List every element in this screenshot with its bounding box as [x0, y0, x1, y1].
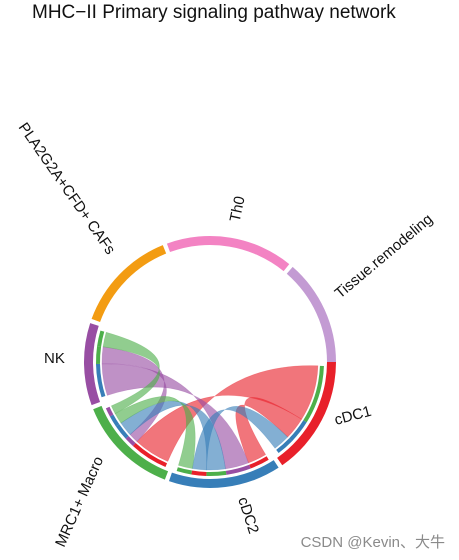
sender-tracks	[96, 330, 324, 477]
label-tissue-remodeling: Tissue.remodeling	[332, 211, 436, 302]
track-mrc1-macro-in	[132, 443, 168, 467]
track-mrc1-macro-in	[115, 424, 129, 439]
group-arcs	[84, 236, 336, 488]
track-cdc1-out	[303, 365, 324, 423]
track-mrc1-macro-out	[105, 406, 114, 417]
arc-cdc1	[277, 362, 336, 466]
track-cdc2-in	[249, 456, 269, 469]
watermark: CSDN @Kevin、大牛	[300, 534, 445, 551]
label-nk: NK	[44, 350, 65, 367]
links-layer	[101, 331, 319, 471]
track-cdc2-in	[225, 464, 251, 475]
chart-title: MHC−II Primary signaling pathway network	[32, 2, 396, 23]
link-nk-to-cdc2	[101, 363, 249, 470]
track-mrc1-macro-in	[125, 435, 136, 446]
track-nk-out	[96, 363, 106, 398]
label-mrc1-macro: MRC1+ Macro	[52, 454, 107, 550]
arc-nk	[84, 323, 101, 406]
track-nk-out	[96, 346, 102, 364]
arc-cdc2	[168, 460, 279, 488]
track-cdc1-in	[276, 438, 293, 454]
link-cdc2-to-cdc1	[191, 406, 289, 471]
arc-mrc1-macro	[93, 405, 169, 480]
link-mrc1-macro-to-cdc2	[114, 396, 196, 469]
label-cdc2: cDC2	[234, 495, 262, 536]
label-cdc1: cDC1	[333, 403, 374, 429]
track-mrc1-macro-out	[109, 414, 120, 427]
arc-pla2g2a-cfd-cafs	[91, 245, 167, 322]
track-nk-in	[97, 330, 105, 347]
label-pla2g2a-cfd-cafs: PLA2G2A+CFD+ CAFs	[15, 120, 119, 258]
label-th0: Th0	[227, 195, 249, 224]
link-mrc1-macro-to-nk	[102, 331, 161, 415]
track-cdc2-out	[206, 470, 227, 477]
link-cdc1-to-cdc2	[235, 397, 303, 464]
track-cdc2-out	[191, 470, 207, 476]
arc-th0	[166, 236, 290, 272]
track-cdc2-in	[176, 467, 192, 475]
arc-tissue-remodeling	[286, 266, 336, 362]
track-cdc1-out	[289, 420, 307, 442]
